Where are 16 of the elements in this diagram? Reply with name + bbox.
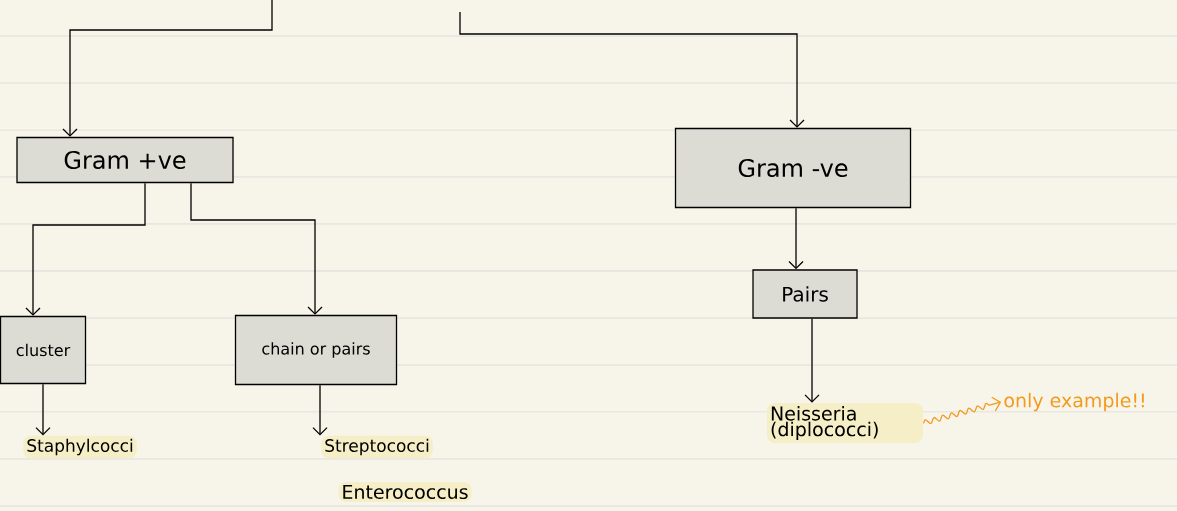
process-box: Gram +ve xyxy=(16,136,234,184)
arrow xyxy=(804,318,820,403)
process-box: Pairs xyxy=(752,269,858,319)
process-box: chain or pairs xyxy=(234,314,398,386)
arrow xyxy=(922,396,1002,425)
arrow xyxy=(788,207,804,270)
example-label: Neisseria (diplococci) xyxy=(767,402,923,444)
arrow xyxy=(35,383,51,436)
arrow xyxy=(25,182,146,316)
arrow xyxy=(62,0,273,137)
arrow xyxy=(459,11,805,128)
note-text: only example!! xyxy=(1004,392,1144,412)
process-box: Gram -ve xyxy=(674,127,912,209)
arrow xyxy=(190,182,323,315)
arrow xyxy=(312,384,328,436)
process-box: cluster xyxy=(0,315,87,385)
